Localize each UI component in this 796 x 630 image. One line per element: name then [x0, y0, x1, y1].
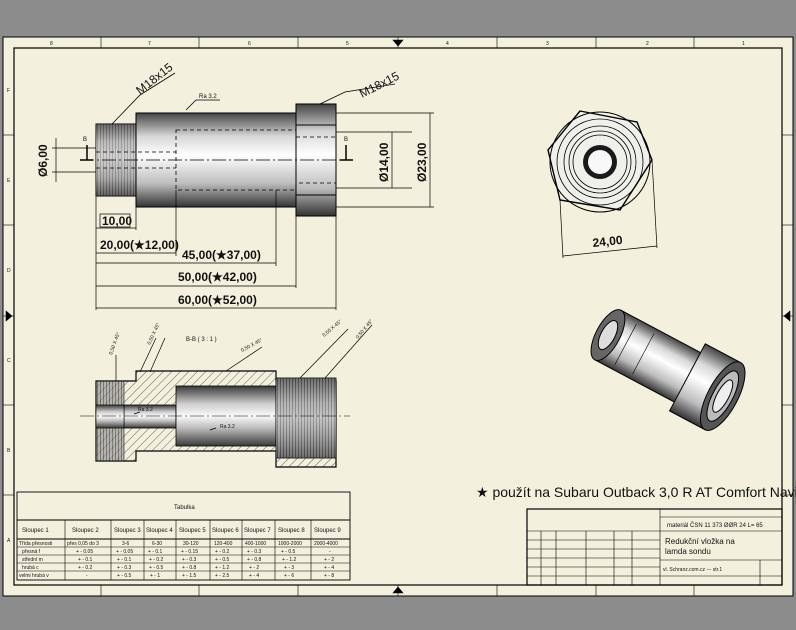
table-cell: + - 0.8	[247, 557, 262, 563]
frame-letter-e: E	[7, 178, 11, 184]
table-cell: 3-6	[122, 541, 129, 547]
table-cell: + - 2.5	[215, 573, 230, 579]
table-cell: + - 6	[284, 573, 294, 579]
table-header: Sloupec 6	[212, 528, 239, 534]
frame-letter-b: B	[7, 448, 11, 454]
table-cell: 1000-2000	[278, 541, 302, 547]
table-cell: 30-120	[183, 541, 199, 547]
table-cell: + - 2	[324, 557, 334, 563]
section-title: B-B ( 3 : 1 )	[186, 337, 217, 343]
table-header: Sloupec 9	[314, 528, 341, 534]
frame-letter-f: F	[7, 88, 10, 94]
table-cell: + - 0.3	[182, 557, 197, 563]
table-cell: + - 1.5	[182, 573, 197, 579]
table-cell: + - 0.05	[116, 549, 133, 555]
table-header: Sloupec 7	[244, 528, 271, 534]
dim-20-label: 20,00(★12,00)	[100, 238, 179, 252]
frame-num-3: 3	[546, 41, 549, 47]
frame-letter-d: D	[7, 268, 11, 274]
table-cell: + - 3	[284, 565, 294, 571]
title-footer: vl. Schranz.com.cz --- str.1	[663, 567, 722, 573]
table-cell: Třída přesnosti	[19, 541, 52, 547]
table-cell: + - 0.5	[149, 565, 164, 571]
frame-labels: 8 7 6 5 4 3 2 1 F E D C B A	[7, 41, 745, 544]
table-cell: 2000-4000	[314, 541, 338, 547]
table-cell: + - 0.3	[117, 565, 132, 571]
frame-num-8: 8	[50, 41, 53, 47]
iso-view	[590, 309, 746, 431]
title-block: materiál ČSN 11 373 ØØR 24 L= 65 Redukčn…	[526, 508, 783, 586]
table-header: Sloupec 4	[146, 528, 173, 534]
table-cell: + - 0.5	[281, 549, 296, 555]
table-cell: + - 1.2	[215, 565, 230, 571]
table-cell: + - 0.2	[149, 557, 164, 563]
table-cell: + - 0.1	[78, 557, 93, 563]
table-title: Tabulka	[174, 505, 195, 511]
table-cell: hrubá c	[22, 565, 39, 571]
frame-num-1: 1	[742, 41, 745, 47]
table-cell: + - 0.5	[117, 573, 132, 579]
table-cell: -	[86, 573, 88, 579]
table-cell: + - 8	[324, 573, 334, 579]
roughness-label-1: Ra 3.2	[138, 407, 153, 413]
frame-num-2: 2	[646, 41, 649, 47]
table-cell: + - 0.05	[76, 549, 93, 555]
frame-num-6: 6	[248, 41, 251, 47]
table-header: Sloupec 8	[278, 528, 305, 534]
frame-num-4: 4	[446, 41, 449, 47]
table-cell: + - 0.5	[215, 557, 230, 563]
usage-note: ★ použít na Subaru Outback 3,0 R AT Comf…	[476, 484, 796, 500]
section-mark-right: B	[344, 137, 348, 143]
table-header: Sloupec 3	[114, 528, 141, 534]
table-cell: střední m	[22, 557, 43, 563]
frame-markers	[3, 37, 793, 596]
dim-60-label: 60,00(★52,00)	[178, 293, 257, 307]
section-mark-left: B	[83, 137, 87, 143]
table-header: Sloupec 1	[22, 528, 49, 534]
section-view: B-B ( 3 : 1 ) 0,50 X 45° 0,50 X 45° 0,50…	[80, 318, 375, 468]
material-text: materiál ČSN 11 373 ØØR 24 L= 65	[667, 522, 763, 529]
table-header: Sloupec 2	[72, 528, 99, 534]
table-cell: + - 4	[249, 573, 259, 579]
table-cell: přesná f	[22, 549, 41, 555]
part-name-line2: lamda sondu	[665, 547, 711, 556]
table-cell: + - 0.15	[181, 549, 198, 555]
table-cell: 400-1000	[245, 541, 266, 547]
table-cell: -	[329, 549, 331, 555]
table-cell: + - 0.2	[215, 549, 230, 555]
dim-10-label: 10,00	[102, 214, 132, 228]
table-cell: + - 0.3	[247, 549, 262, 555]
table-header: Sloupec 5	[179, 528, 206, 534]
roughness-label: Ra 3.2	[199, 94, 217, 100]
frame-num-5: 5	[346, 41, 349, 47]
table-cell: 6-30	[152, 541, 162, 547]
dim-50-label: 50,00(★42,00)	[178, 270, 257, 284]
table-cell: 120-400	[214, 541, 233, 547]
front-view: B B M18x15 M18x15 Ra 3.2 Ø6,00 Ø14,00 Ø2	[36, 60, 434, 310]
across-flats-label: 24,00	[592, 233, 624, 250]
dim-45-label: 45,00(★37,00)	[182, 248, 261, 262]
table-cell: + - 0.1	[117, 557, 132, 563]
end-view: 24,00	[547, 110, 658, 259]
table-cell: + - 1	[150, 573, 160, 579]
table-cell: + - 2	[249, 565, 259, 571]
table-cell: + - 4	[324, 565, 334, 571]
table-cell: + - 1.2	[282, 557, 297, 563]
table-cell: + - 0.8	[182, 565, 197, 571]
frame-letter-c: C	[7, 358, 11, 364]
frame-num-7: 7	[148, 41, 151, 47]
table-cell: velmi hrubá v	[19, 573, 49, 579]
dia-23-label: Ø23,00	[415, 142, 429, 182]
frame-letter-a: A	[7, 538, 11, 544]
paper	[2, 36, 794, 597]
table-cell: přes 0,05 do 3	[67, 541, 99, 547]
table-cell: + - 0.1	[148, 549, 163, 555]
roughness-label-2: Ra 3.2	[220, 424, 235, 430]
dia-14-label: Ø14,00	[377, 142, 391, 182]
table-cell: + - 0.2	[78, 565, 93, 571]
tolerance-table: Tabulka Sloupec 1 Sloupec 2 Sloupec 3 Sl…	[16, 491, 351, 581]
part-name-line1: Redukční vložka na	[665, 537, 735, 546]
dia-6-label: Ø6,00	[36, 144, 50, 177]
